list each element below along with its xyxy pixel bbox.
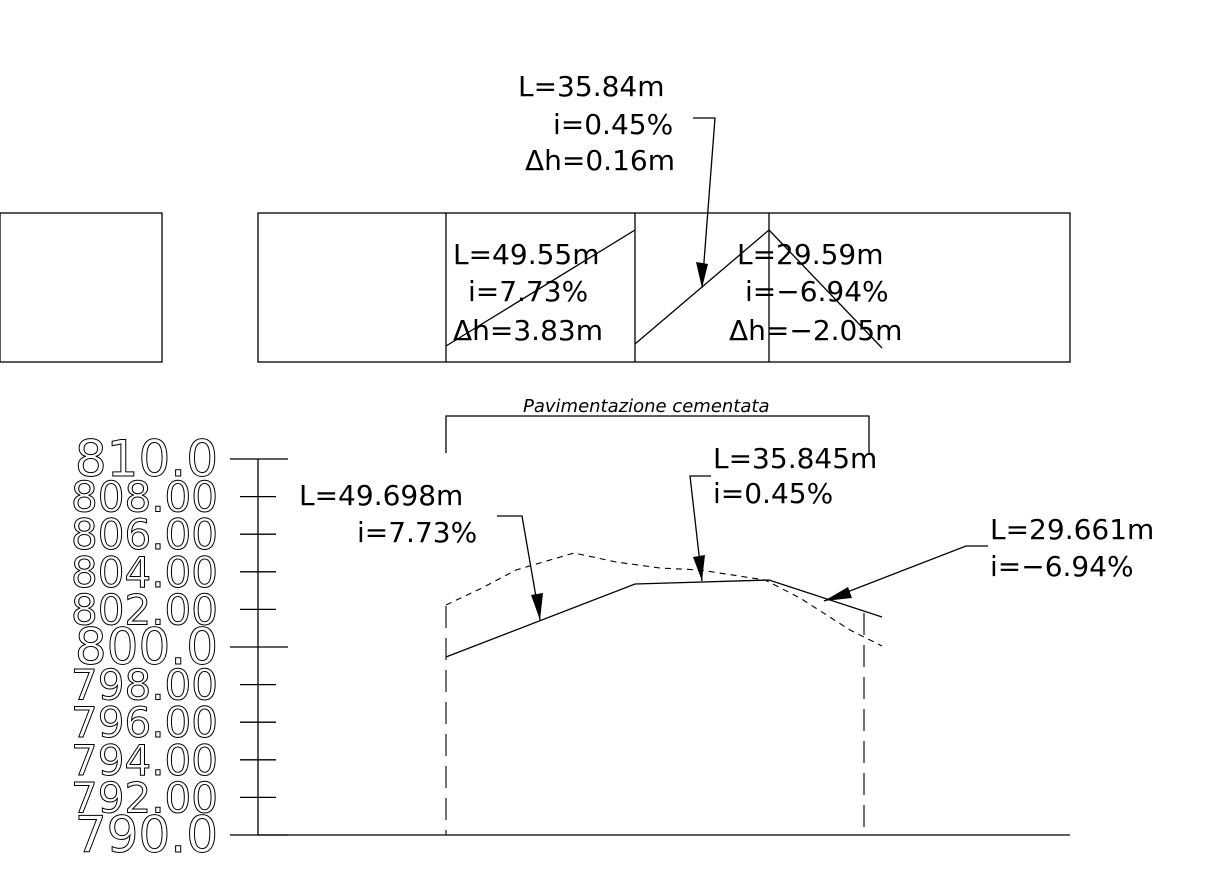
profile-slope-label: i=7.73%	[357, 516, 477, 549]
pavement-label: Pavimentazione cementata	[523, 396, 769, 417]
profile-leader-arrow	[824, 587, 852, 601]
profile-length-label: L=35.845m	[713, 442, 877, 475]
band-slope-line	[634, 229, 770, 345]
band-delta-h-label: Δh=3.83m	[453, 314, 603, 347]
top-delta-h-label: Δh=0.16m	[525, 144, 675, 177]
slope-band: L=49.55m i=7.73% Δh=3.83m L=29.59m i=−6.…	[0, 212, 1071, 363]
scale-label: 810.0	[75, 430, 218, 488]
scale-labels: 810.0808.00806.00804.00802.00800.0798.00…	[71, 430, 219, 865]
band-box-main	[257, 212, 1071, 363]
scale-label: 798.00	[71, 661, 218, 710]
profile-length-label: L=29.661m	[990, 513, 1154, 546]
band-box-left	[0, 212, 163, 363]
top-leader-arrow	[696, 262, 708, 288]
top-annotation: L=35.84m i=0.45% Δh=0.16m	[518, 70, 716, 289]
profile-slope-label: i=0.45%	[713, 477, 833, 510]
scale-label: 806.00	[71, 510, 218, 559]
profile-length-label: L=49.698m	[299, 479, 463, 512]
profile-leader-arrow	[693, 555, 705, 581]
profile-slope-label: i=−6.94%	[990, 550, 1134, 583]
band-length-label: L=49.55m	[453, 238, 600, 271]
elevation-scale: 810.0808.00806.00804.00802.00800.0798.00…	[71, 430, 288, 865]
profile-annotation-1: L=49.698m i=7.73%	[299, 479, 543, 621]
scale-label: 800.0	[75, 618, 218, 676]
pavement-bracket: Pavimentazione cementata	[445, 396, 870, 455]
band-delta-h-label: Δh=−2.05m	[729, 314, 902, 347]
profile-leader-line	[497, 515, 541, 621]
scale-label: 796.00	[71, 698, 218, 747]
scale-label: 790.0	[75, 806, 218, 864]
profile-annotation-3: L=29.661m i=−6.94%	[823, 513, 1154, 602]
scale-label: 792.00	[71, 773, 218, 822]
scale-ticks	[230, 458, 288, 836]
top-leader-line	[693, 117, 716, 289]
scale-label: 808.00	[71, 473, 218, 522]
scale-label: 794.00	[71, 736, 218, 785]
design-grade-profile	[445, 579, 883, 658]
top-slope-label: i=0.45%	[553, 108, 673, 141]
band-slope-label: i=−6.94%	[745, 275, 889, 308]
band-slope-line	[445, 229, 636, 347]
profile-annotation-2: L=35.845m i=0.45%	[689, 442, 877, 582]
scale-label: 802.00	[71, 585, 218, 634]
band-length-label: L=29.59m	[737, 238, 884, 271]
profile-leader-line	[689, 475, 711, 582]
profile-leader-line	[823, 545, 988, 602]
profile-leader-arrow	[531, 593, 543, 620]
band-slope-label: i=7.73%	[468, 275, 588, 308]
band-slope-line	[768, 229, 883, 349]
top-length-label: L=35.84m	[518, 70, 665, 103]
scale-label: 804.00	[71, 548, 218, 597]
pavement-bracket-line	[445, 415, 870, 455]
